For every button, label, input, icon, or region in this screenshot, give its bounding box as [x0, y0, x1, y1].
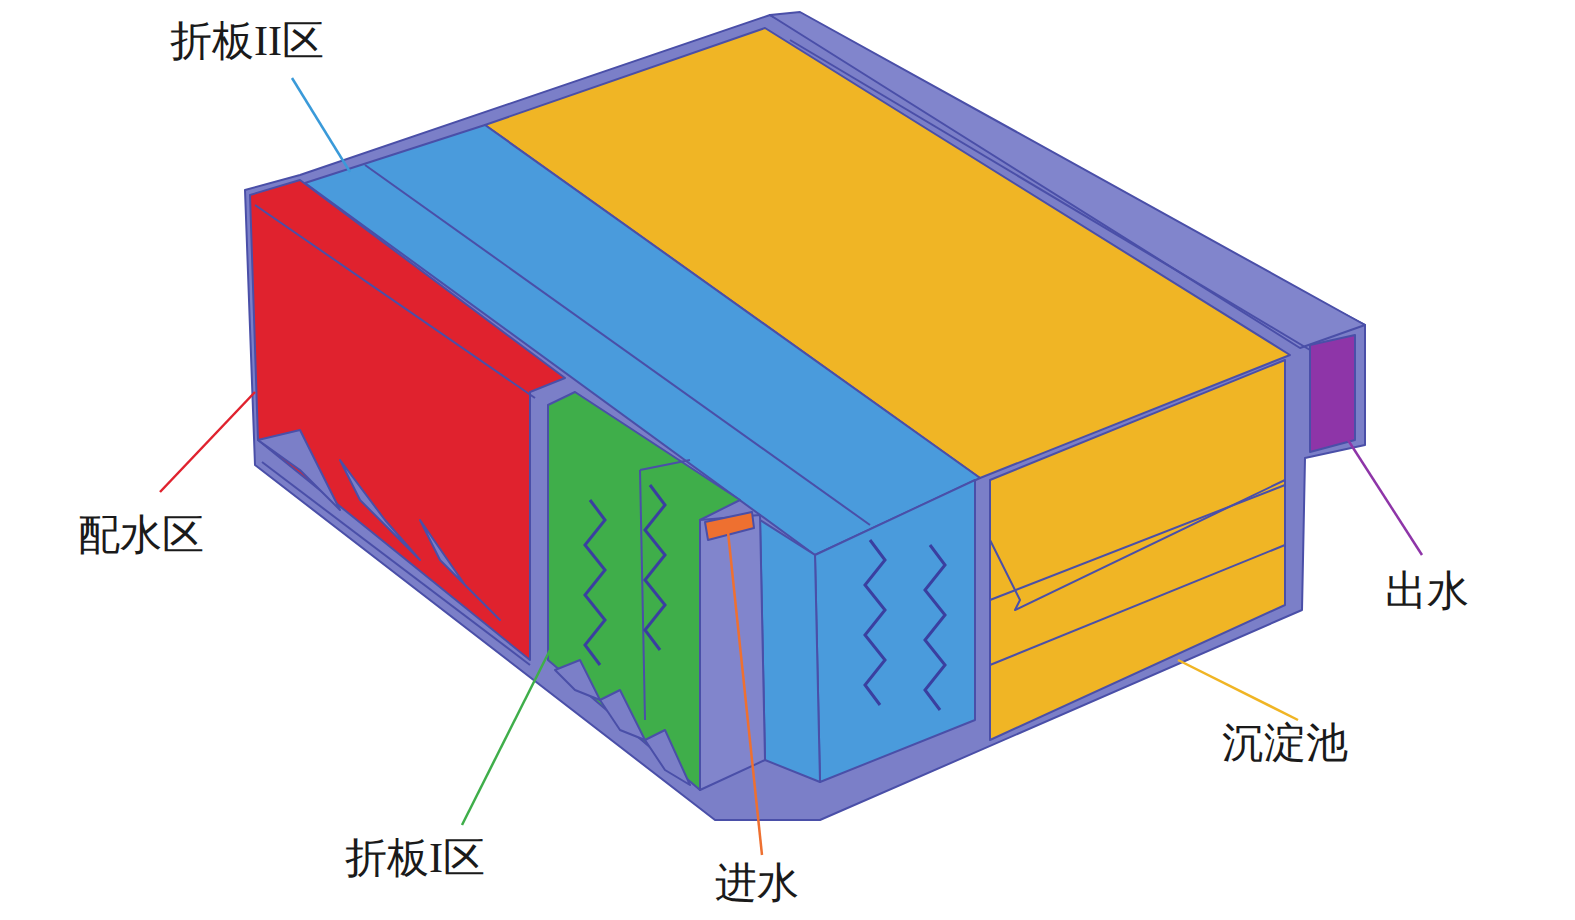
callout-label: 配水区 [78, 512, 204, 558]
callout-label: 沉淀池 [1222, 720, 1348, 766]
callout-label: 折板II区 [170, 18, 324, 64]
callout-label: 出水 [1385, 568, 1469, 614]
callout-label: 折板I区 [345, 835, 485, 881]
callout-label: 进水 [715, 860, 799, 906]
